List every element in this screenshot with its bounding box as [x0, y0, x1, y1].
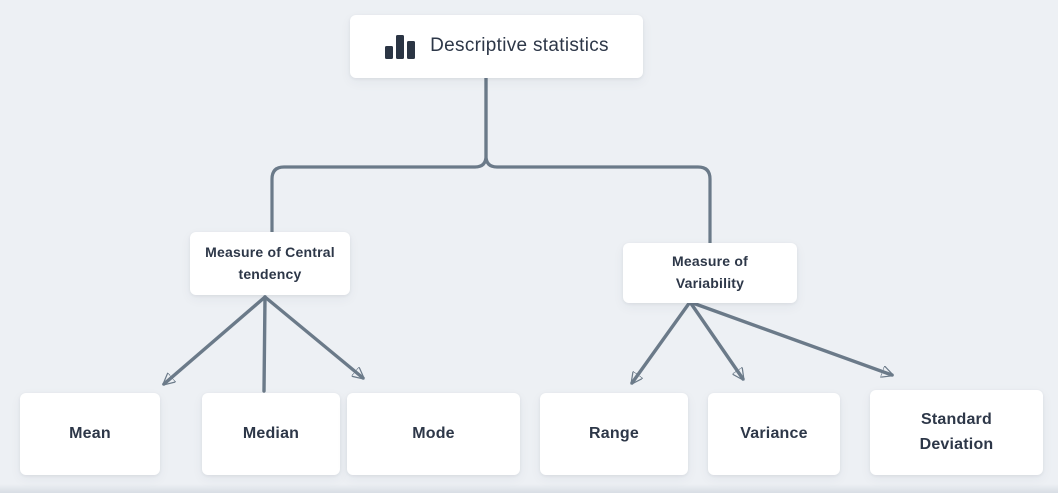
- edge-central-mean: [164, 295, 267, 384]
- node-mode: Mode: [347, 393, 520, 475]
- edge-central-median: [262, 295, 267, 393]
- node-measure-of-variability: Measure of Variability: [623, 243, 797, 303]
- node-label-mean: Mean: [69, 424, 111, 442]
- node-label-variance: Variance: [740, 424, 808, 442]
- bar-chart-icon: [385, 34, 416, 59]
- node-range: Range: [540, 393, 688, 475]
- bottom-edge-shade: [0, 484, 1058, 493]
- node-mean: Mean: [20, 393, 160, 475]
- edge-variability-stddev: [688, 300, 892, 375]
- node-descriptive-statistics: Descriptive statistics: [350, 15, 643, 78]
- edge-variability-range: [630, 300, 692, 383]
- node-label-central-tendency: Measure of Central tendency: [205, 243, 335, 282]
- node-standard-deviation: Standard Deviation: [870, 390, 1043, 475]
- edge-root-variability: [484, 76, 712, 245]
- node-label-mode: Mode: [412, 424, 455, 442]
- edge-variability-variance: [688, 300, 745, 379]
- node-label-range: Range: [589, 424, 639, 442]
- node-label-standard-deviation: Standard Deviation: [919, 410, 994, 453]
- node-variance: Variance: [708, 393, 840, 475]
- edge-central-mode: [263, 295, 363, 378]
- node-label-root: Descriptive statistics: [430, 35, 609, 57]
- node-label-median: Median: [242, 424, 300, 442]
- node-measure-of-central-tendency: Measure of Central tendency: [190, 232, 350, 295]
- node-label-variability: Measure of Variability: [672, 253, 748, 291]
- node-median: Median: [202, 393, 340, 475]
- edge-root-central: [270, 76, 488, 234]
